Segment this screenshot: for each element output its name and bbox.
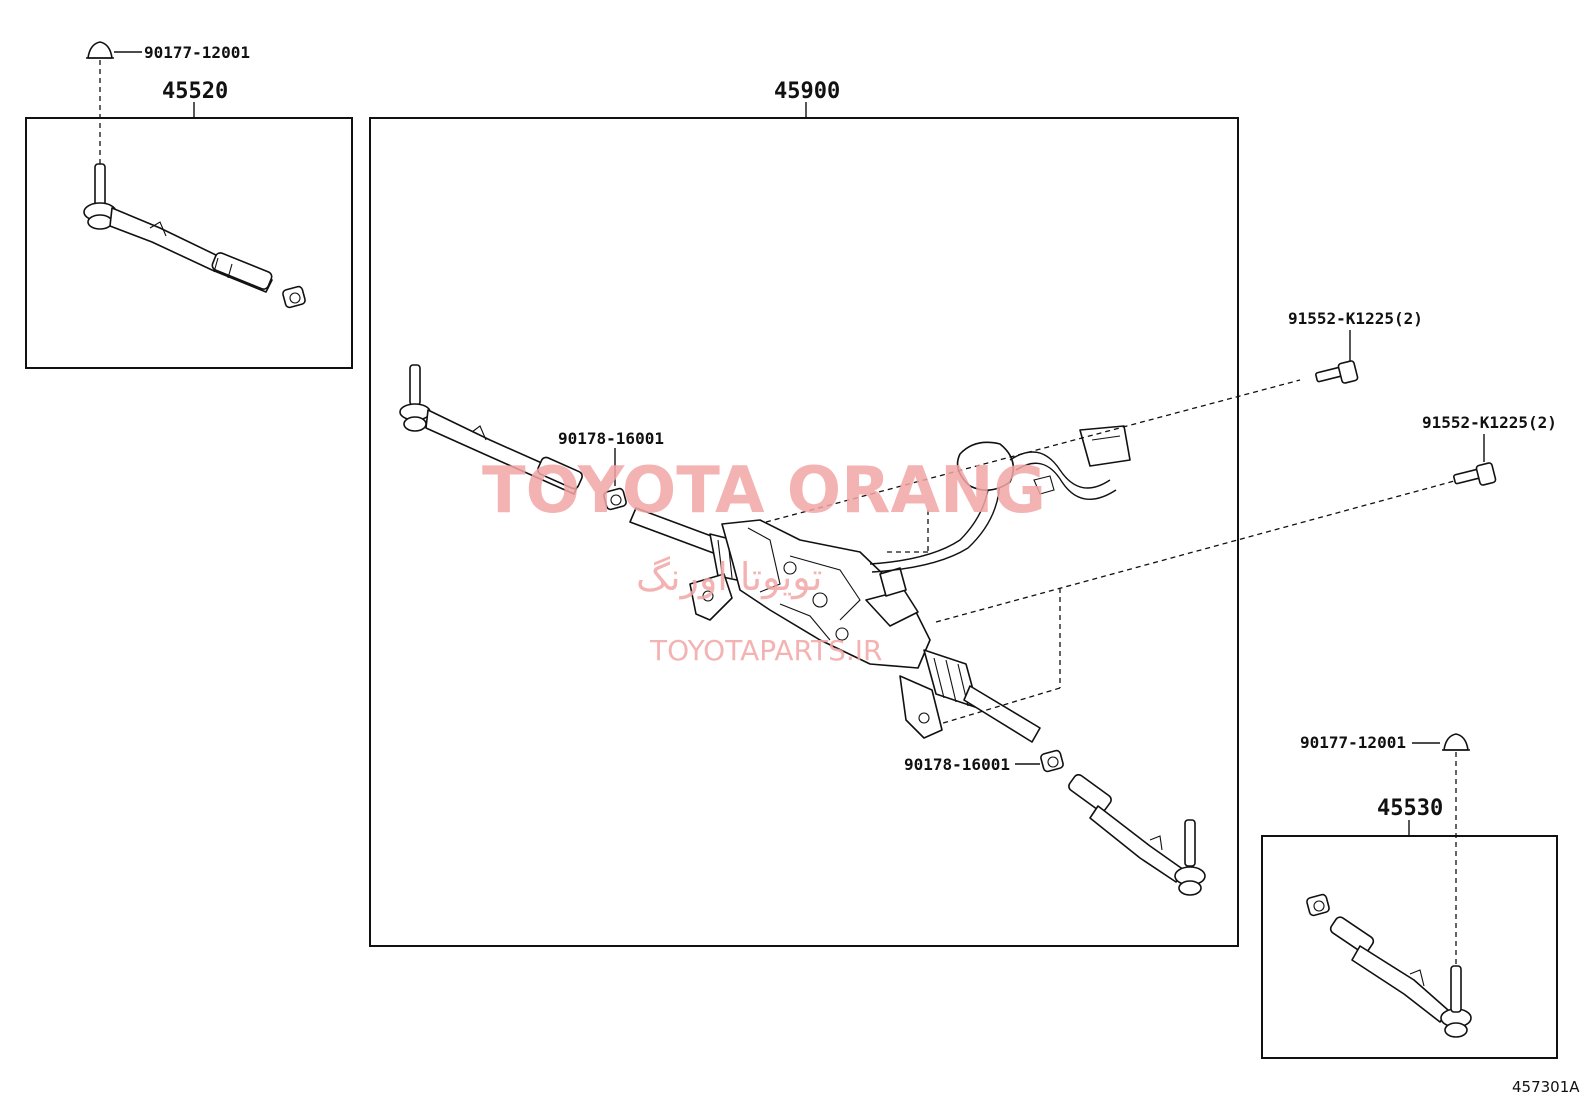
steering-gear-assembly-icon bbox=[629, 425, 1131, 743]
diagram-reference-code: 457301A bbox=[1512, 1078, 1580, 1096]
nut-icon bbox=[1306, 893, 1330, 917]
nut-icon bbox=[603, 487, 627, 511]
dust-cap-icon bbox=[1442, 733, 1470, 751]
group-frame-45900 bbox=[369, 117, 1239, 947]
bolt-icon bbox=[1315, 360, 1359, 384]
tie-rod-end-inner-right-icon bbox=[1068, 773, 1206, 896]
group-label-45900: 45900 bbox=[774, 79, 840, 104]
tie-rod-end-left-icon bbox=[83, 163, 273, 293]
tie-rod-end-inner-left-icon bbox=[399, 364, 583, 495]
part-label-90177-12001: 90177-12001 bbox=[144, 43, 250, 62]
group-label-45530: 45530 bbox=[1377, 796, 1443, 821]
part-label-90178-16001-lower: 90178-16001 bbox=[904, 755, 1010, 774]
group-frame-45520 bbox=[25, 117, 353, 369]
watermark-site: TOYOTAPARTS.IR bbox=[649, 634, 882, 667]
nut-icon bbox=[282, 285, 306, 309]
group-frame-45530 bbox=[1261, 835, 1558, 1059]
part-label-91552-k1225-lower: 91552-K1225(2) bbox=[1422, 413, 1557, 432]
part-label-90177-12001-lower: 90177-12001 bbox=[1300, 733, 1406, 752]
watermark-title: TOYOTA ORANG bbox=[482, 454, 1046, 528]
group-label-45520: 45520 bbox=[162, 79, 228, 104]
tie-rod-end-right-icon bbox=[1329, 916, 1472, 1038]
watermark-persian: تویوتا اورنگ bbox=[636, 555, 823, 600]
nut-icon bbox=[1040, 749, 1064, 773]
bolt-icon bbox=[1453, 462, 1497, 486]
part-label-90178-16001-upper: 90178-16001 bbox=[558, 429, 664, 448]
part-label-91552-k1225-upper: 91552-K1225(2) bbox=[1288, 309, 1423, 328]
dust-cap-icon bbox=[86, 41, 114, 59]
